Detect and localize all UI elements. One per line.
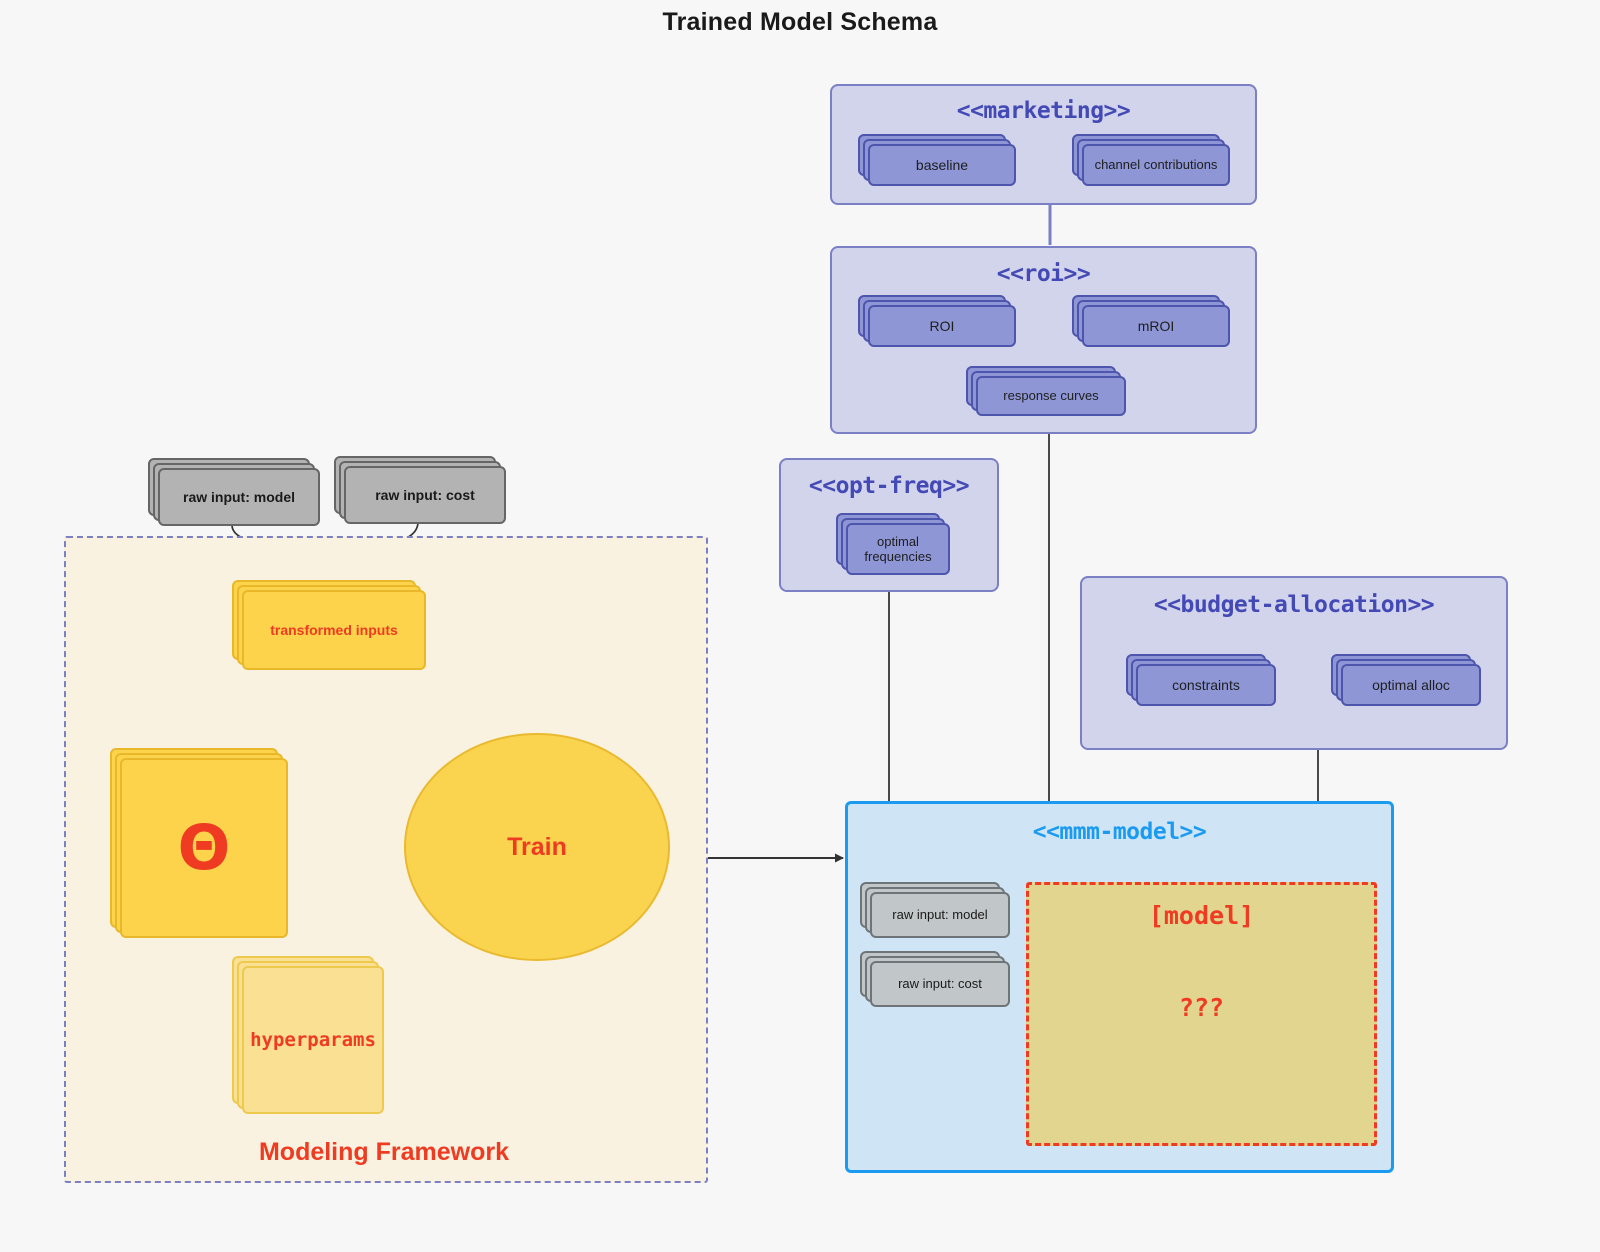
train-label: Train xyxy=(507,832,567,861)
element-baseline-label: baseline xyxy=(868,144,1016,186)
model-placeholder-note[interactable]: [model] ??? xyxy=(1026,882,1377,1146)
package-opt-freq-title: <<opt-freq>> xyxy=(808,473,970,499)
page-title: Trained Model Schema xyxy=(662,8,938,36)
package-roi-title: <<roi>> xyxy=(996,261,1091,287)
element-optimal-alloc-label: optimal alloc xyxy=(1341,664,1481,706)
transformed-inputs-label: transformed inputs xyxy=(242,590,426,670)
element-channel-contributions-label: channel contributions xyxy=(1082,144,1230,186)
mmm-raw-input-cost-label: raw input: cost xyxy=(870,961,1010,1007)
package-budget-allocation-title: <<budget-allocation>> xyxy=(1153,592,1435,618)
hyperparams-label: hyperparams xyxy=(242,966,384,1114)
raw-input-cost-node[interactable]: raw input: cost xyxy=(334,456,506,524)
element-constraints[interactable]: constraints xyxy=(1126,654,1276,706)
raw-input-model-node[interactable]: raw input: model xyxy=(148,458,320,526)
mmm-raw-input-cost-node[interactable]: raw input: cost xyxy=(860,951,1010,1007)
package-mmm-model-title: <<mmm-model>> xyxy=(1032,819,1207,845)
mmm-raw-input-model-label: raw input: model xyxy=(870,892,1010,938)
element-response-curves-label: response curves xyxy=(976,376,1126,416)
element-optimal-alloc[interactable]: optimal alloc xyxy=(1331,654,1481,706)
element-optimal-frequencies[interactable]: optimal frequencies xyxy=(836,513,950,575)
element-constraints-label: constraints xyxy=(1136,664,1276,706)
element-roi-label: ROI xyxy=(868,305,1016,347)
element-channel-contributions[interactable]: channel contributions xyxy=(1072,134,1230,186)
element-optimal-frequencies-label: optimal frequencies xyxy=(846,523,950,575)
train-activity-node[interactable]: Train xyxy=(404,733,670,961)
theta-node[interactable]: Θ xyxy=(110,748,288,938)
theta-glyph: Θ xyxy=(177,811,231,884)
model-note-line1: [model] xyxy=(1148,901,1255,930)
package-marketing-title: <<marketing>> xyxy=(956,98,1131,124)
element-baseline[interactable]: baseline xyxy=(858,134,1016,186)
optimal-frequencies-line2: frequencies xyxy=(864,549,932,564)
mmm-raw-input-model-node[interactable]: raw input: model xyxy=(860,882,1010,938)
transformed-inputs-node[interactable]: transformed inputs xyxy=(232,580,426,670)
theta-symbol-container: Θ xyxy=(120,758,288,938)
element-mroi[interactable]: mROI xyxy=(1072,295,1230,347)
hyperparams-node[interactable]: hyperparams xyxy=(232,956,384,1114)
raw-input-cost-label: raw input: cost xyxy=(344,466,506,524)
element-response-curves[interactable]: response curves xyxy=(966,366,1126,416)
model-note-line2: ??? xyxy=(1178,993,1225,1022)
element-mroi-label: mROI xyxy=(1082,305,1230,347)
element-roi[interactable]: ROI xyxy=(858,295,1016,347)
modeling-framework-label: Modeling Framework xyxy=(258,1138,510,1166)
optimal-frequencies-line1: optimal xyxy=(877,533,919,549)
raw-input-model-label: raw input: model xyxy=(158,468,320,526)
